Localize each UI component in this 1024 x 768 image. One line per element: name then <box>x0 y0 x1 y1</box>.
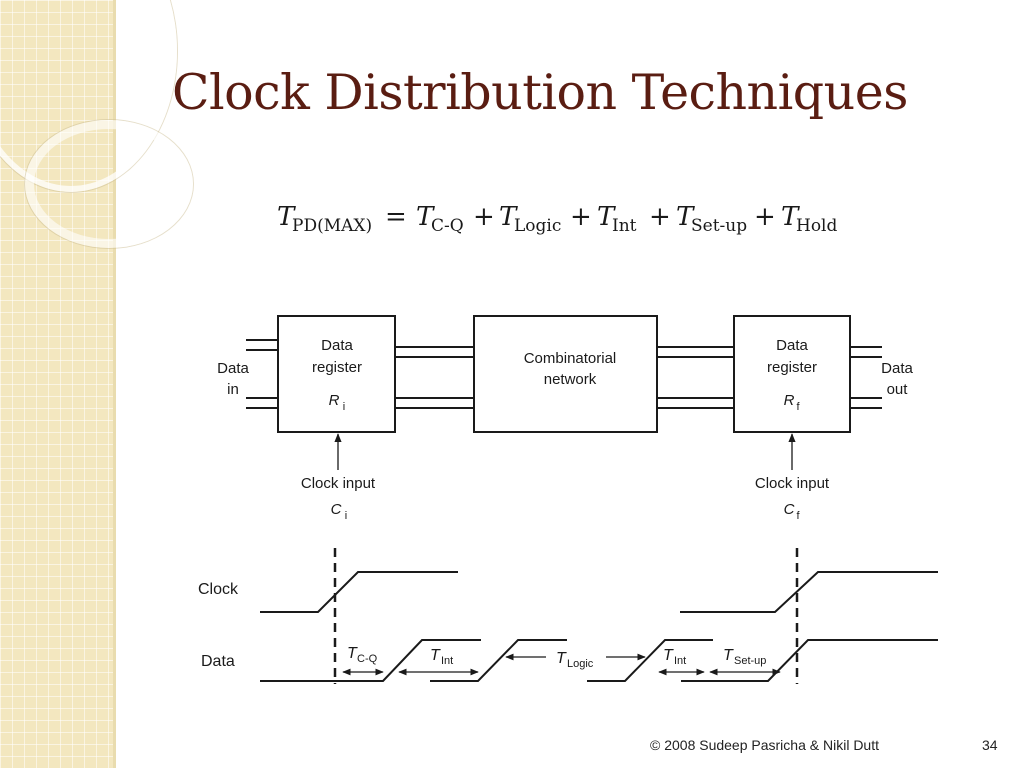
data-waveform <box>587 639 713 682</box>
dest-clock-waveform <box>680 571 938 613</box>
source-clock-label: Clock input <box>301 475 376 492</box>
data-waveform <box>260 639 481 682</box>
dest-clock-subscript: f <box>796 510 800 522</box>
slide-title: Clock Distribution Techniques <box>172 64 908 121</box>
eq-plus: + <box>473 202 495 232</box>
network-label: network <box>544 371 597 388</box>
combinatorial-network-box <box>473 315 658 433</box>
svg-text:T C-Q: T C-Q <box>347 645 378 665</box>
eq-term-subscript: Set-up <box>691 216 747 236</box>
svg-text:T Int: T Int <box>597 202 637 236</box>
block-diagram <box>246 315 882 470</box>
dest-register-subscript: f <box>796 401 800 413</box>
copyright-notice: © 2008 Sudeep Pasricha & Nikil Dutt <box>650 737 879 753</box>
data-signal-label: Data <box>201 653 235 670</box>
eq-term-subscript: Hold <box>796 216 837 236</box>
eq-lhs-subscript: PD(MAX) <box>292 216 372 236</box>
eq-lhs-symbol: T <box>277 202 296 232</box>
data-out-label: out <box>887 381 909 398</box>
eq-term-symbol: T <box>597 202 616 232</box>
data-out-label: Data <box>881 360 913 377</box>
eq-plus: + <box>570 202 592 232</box>
interval-symbol: T <box>430 647 441 664</box>
eq-term-symbol: T <box>781 202 800 232</box>
source-register-box <box>277 315 396 433</box>
source-register-label: Data <box>321 337 353 354</box>
svg-text:T Set-up: T Set-up <box>723 647 766 667</box>
dest-register-label: Data <box>776 337 808 354</box>
source-clock-symbol: C <box>331 501 342 518</box>
interval-symbol: T <box>347 645 358 662</box>
source-register-label: register <box>312 359 362 376</box>
eq-term-symbol: T <box>499 202 518 232</box>
data-in-label: in <box>227 381 239 398</box>
svg-text:T Hold: T Hold <box>781 202 837 236</box>
sidebar-divider <box>113 0 116 768</box>
svg-text:T Logic: T Logic <box>556 650 594 670</box>
interval-symbol: T <box>663 647 674 664</box>
interval-subscript: Int <box>674 655 686 667</box>
timing-equation: T PD(MAX) = T C-Q + T Logic + T Int + T … <box>277 202 837 236</box>
svg-text:T PD(MAX): T PD(MAX) <box>277 202 372 236</box>
dest-clock-label: Clock input <box>755 475 830 492</box>
dest-register-label: register <box>767 359 817 376</box>
interval-symbol: T <box>556 650 567 667</box>
svg-text:T C-Q: T C-Q <box>416 202 464 236</box>
source-register-subscript: i <box>343 401 345 413</box>
eq-term-subscript: Int <box>612 216 637 236</box>
timing-diagram <box>260 548 938 684</box>
source-clock-waveform <box>260 571 458 613</box>
source-clock-subscript: i <box>345 510 347 522</box>
data-waveform <box>681 639 938 682</box>
destination-register-box <box>733 315 851 433</box>
interval-symbol: T <box>723 647 734 664</box>
eq-plus: + <box>754 202 776 232</box>
interval-subscript: Set-up <box>734 655 766 667</box>
eq-equals: = <box>385 202 407 232</box>
eq-term-subscript: C-Q <box>431 216 464 236</box>
interval-subscript: Logic <box>567 658 594 670</box>
dest-register-symbol: R <box>784 392 795 409</box>
interval-subscript: Int <box>441 655 453 667</box>
interval-subscript: C-Q <box>357 653 378 665</box>
page-number: 34 <box>982 737 998 753</box>
eq-term-symbol: T <box>676 202 695 232</box>
eq-term-symbol: T <box>416 202 435 232</box>
source-register-symbol: R <box>329 392 340 409</box>
network-label: Combinatorial <box>524 350 617 367</box>
clock-signal-label: Clock <box>198 581 239 598</box>
eq-plus: + <box>649 202 671 232</box>
data-in-label: Data <box>217 360 249 377</box>
data-waveform <box>430 639 567 682</box>
eq-term-subscript: Logic <box>514 216 561 236</box>
svg-text:T Set-up: T Set-up <box>676 202 747 236</box>
decorative-ring <box>25 120 193 248</box>
interval-arrows <box>342 653 781 676</box>
svg-text:T Logic: T Logic <box>499 202 561 236</box>
svg-text:T Int: T Int <box>663 647 686 667</box>
svg-text:T Int: T Int <box>430 647 453 667</box>
dest-clock-symbol: C <box>784 501 795 518</box>
